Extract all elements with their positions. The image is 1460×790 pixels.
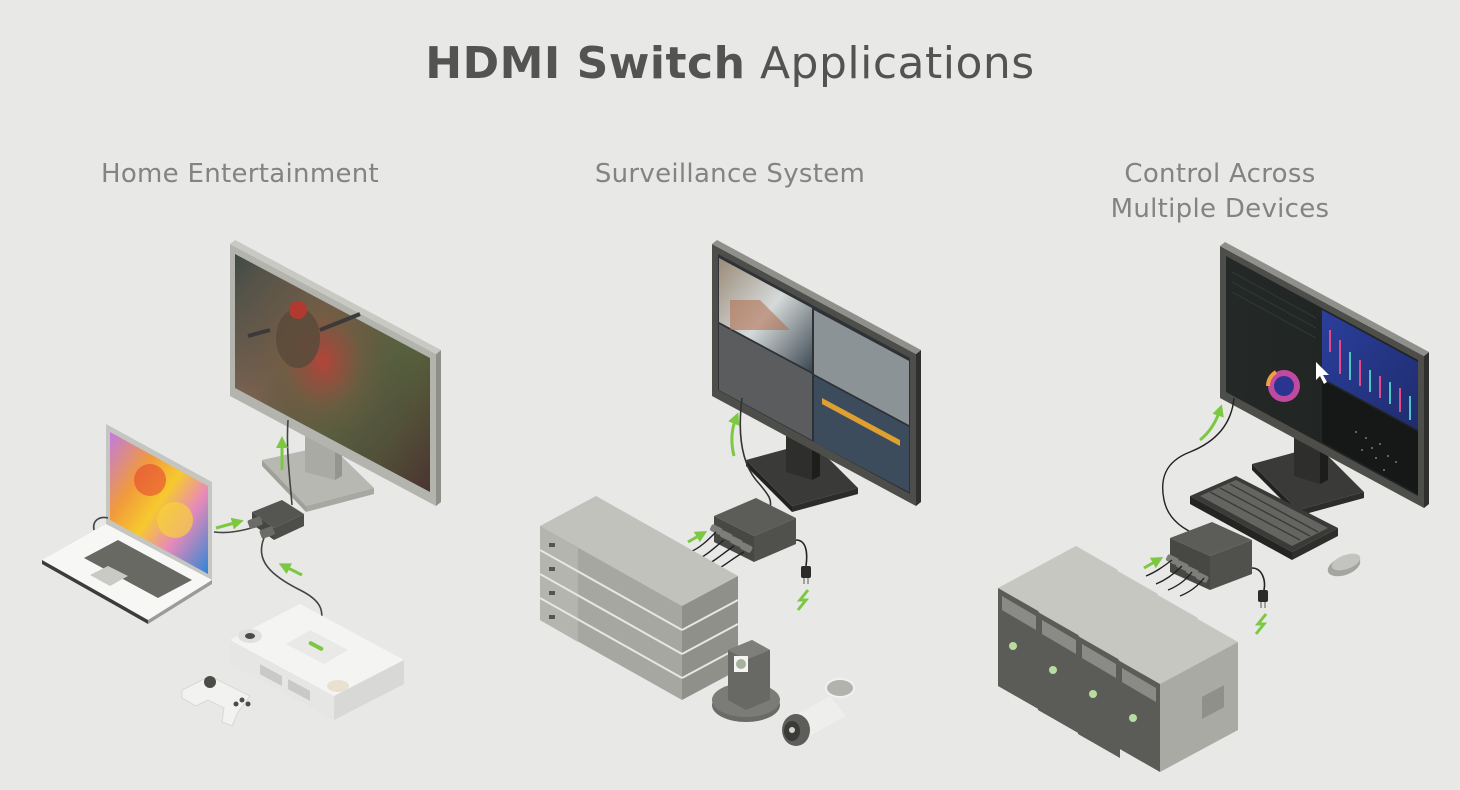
console-power-led (308, 641, 324, 651)
signal-arrow-up (1199, 404, 1224, 442)
scatter-panel (1322, 380, 1418, 494)
home-entertainment-scene (42, 240, 441, 727)
game-console (230, 604, 404, 720)
ptz-camera (712, 640, 780, 722)
signal-arrow-right (215, 517, 244, 530)
cctv-feed-3 (719, 324, 812, 440)
pc-tower-group (998, 546, 1238, 772)
section-label-home-entertainment: Home Entertainment (100, 159, 380, 189)
cctv-feed-2 (814, 310, 909, 425)
control-scene (998, 242, 1429, 772)
monitor-home (230, 240, 441, 506)
section-label-line1: Control Across (1124, 159, 1316, 189)
pc-tower-4 (1118, 618, 1238, 772)
keyboard (1190, 476, 1338, 560)
section-label-surveillance: Surveillance System (594, 159, 866, 189)
signal-arrow-left (278, 563, 303, 577)
power-plug (801, 566, 811, 584)
pc-tower-3 (1078, 594, 1198, 758)
cctv-feed-4 (814, 376, 909, 492)
laptop-screen (110, 432, 208, 574)
bullet-camera (782, 678, 855, 746)
laptop-touchpad (90, 566, 128, 586)
section-label-line2: Multiple Devices (1110, 194, 1330, 224)
pc-tower-1 (998, 546, 1118, 710)
mouse (1327, 553, 1361, 577)
section-label-control: Control Across Multiple Devices (1020, 157, 1420, 227)
laptop-keyboard (84, 540, 192, 598)
kvm-switch-4-port (1165, 522, 1252, 590)
signal-arrow-up (728, 412, 740, 457)
power-lightning-icon (1254, 613, 1268, 635)
title-light: Applications (759, 38, 1035, 89)
signal-arrow-right (687, 531, 708, 544)
gamepad (181, 675, 251, 727)
surveillance-scene (539, 240, 921, 746)
page-title: HDMI Switch Applications (0, 38, 1460, 89)
dvr-stack (539, 496, 739, 700)
monitor-control (1220, 242, 1429, 508)
power-plug (1258, 590, 1268, 608)
hdmi-switch-2-port (247, 500, 304, 540)
laptop (42, 424, 212, 624)
power-lightning-icon (796, 589, 810, 611)
pc-tower-2 (1038, 570, 1158, 734)
monitor-stand (746, 420, 858, 512)
title-bold: HDMI Switch (425, 38, 746, 89)
mouse-cursor-icon (1316, 362, 1329, 384)
monitor-surveillance (712, 240, 921, 506)
hdmi-switch-4-port (709, 498, 796, 562)
signal-arrow-right (1143, 557, 1164, 570)
